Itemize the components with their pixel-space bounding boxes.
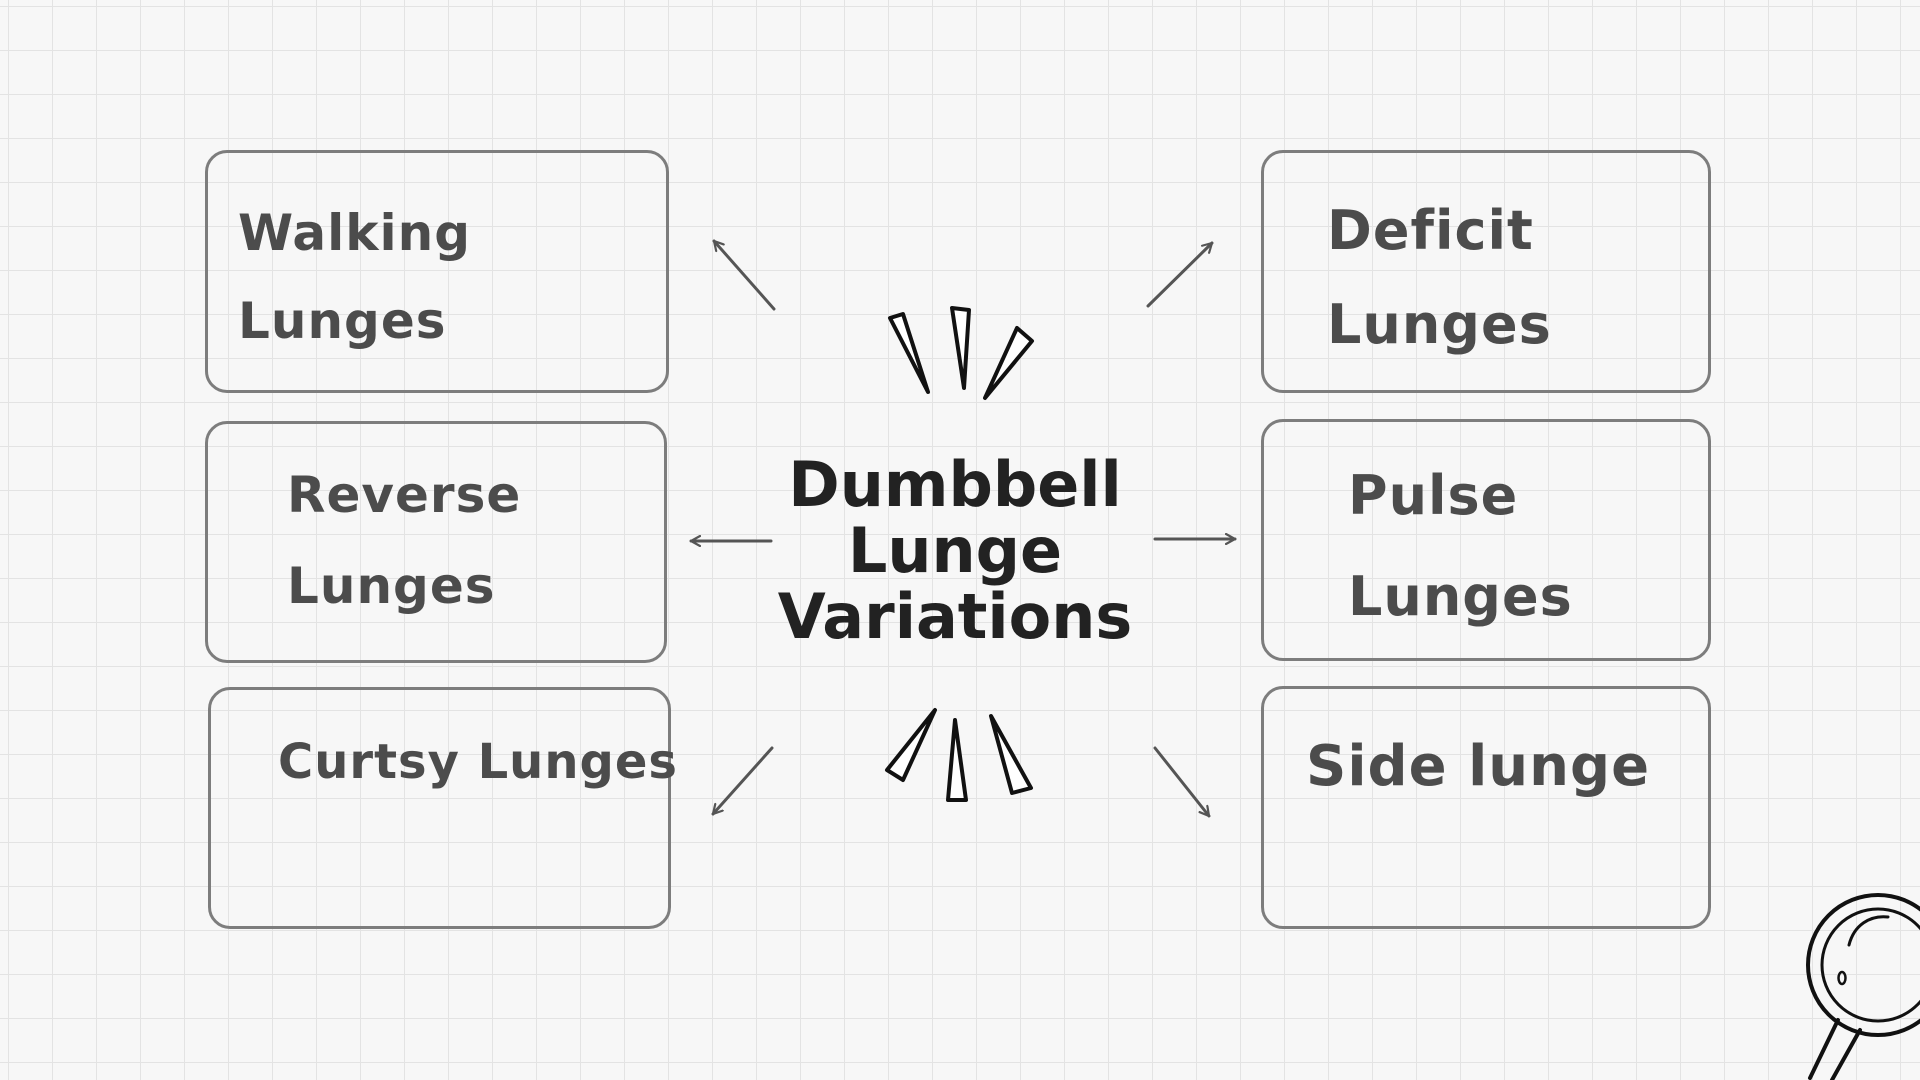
pulse-lunges-box: Pulse Lunges (1261, 419, 1711, 661)
curtsy-lunges-box: Curtsy Lunges (208, 687, 677, 929)
deficit-lunges-line1: Deficit (1327, 199, 1534, 262)
curtsy-lunges-line1: Curtsy Lunges (278, 734, 678, 790)
reverse-lunges-box: Reverse Lunges (205, 421, 667, 663)
arrow-to-walking-lunges (712, 239, 776, 311)
arrow-to-curtsy-lunges (711, 746, 774, 816)
side-lunge-box: Side lunge (1261, 686, 1711, 929)
title-line-3: Variations (777, 580, 1133, 653)
magnifying-glass-icon (1806, 893, 1920, 1080)
reverse-lunges-line1: Reverse (287, 466, 522, 524)
side-lunge-line1: Side lunge (1306, 734, 1651, 799)
pulse-lunges-line1: Pulse (1348, 464, 1519, 527)
diagram-title: Dumbbell Lunge Variations (740, 452, 1170, 650)
arrow-to-side-lunge (1153, 746, 1211, 818)
deficit-lunges-box: Deficit Lunges (1261, 150, 1711, 393)
deficit-lunges-line2: Lunges (1327, 293, 1552, 356)
walking-lunges-box: Walking Lunges (205, 150, 669, 393)
pulse-lunges-line2: Lunges (1348, 565, 1573, 628)
reverse-lunges-line2: Lunges (287, 557, 496, 615)
walking-lunges-line2: Lunges (238, 292, 447, 350)
title-line-2: Lunge (847, 514, 1063, 587)
walking-lunges-line1: Walking (238, 204, 472, 262)
burst-lines-icon (885, 306, 1034, 802)
arrow-to-deficit-lunges (1146, 241, 1214, 308)
title-line-1: Dumbbell (788, 448, 1122, 521)
